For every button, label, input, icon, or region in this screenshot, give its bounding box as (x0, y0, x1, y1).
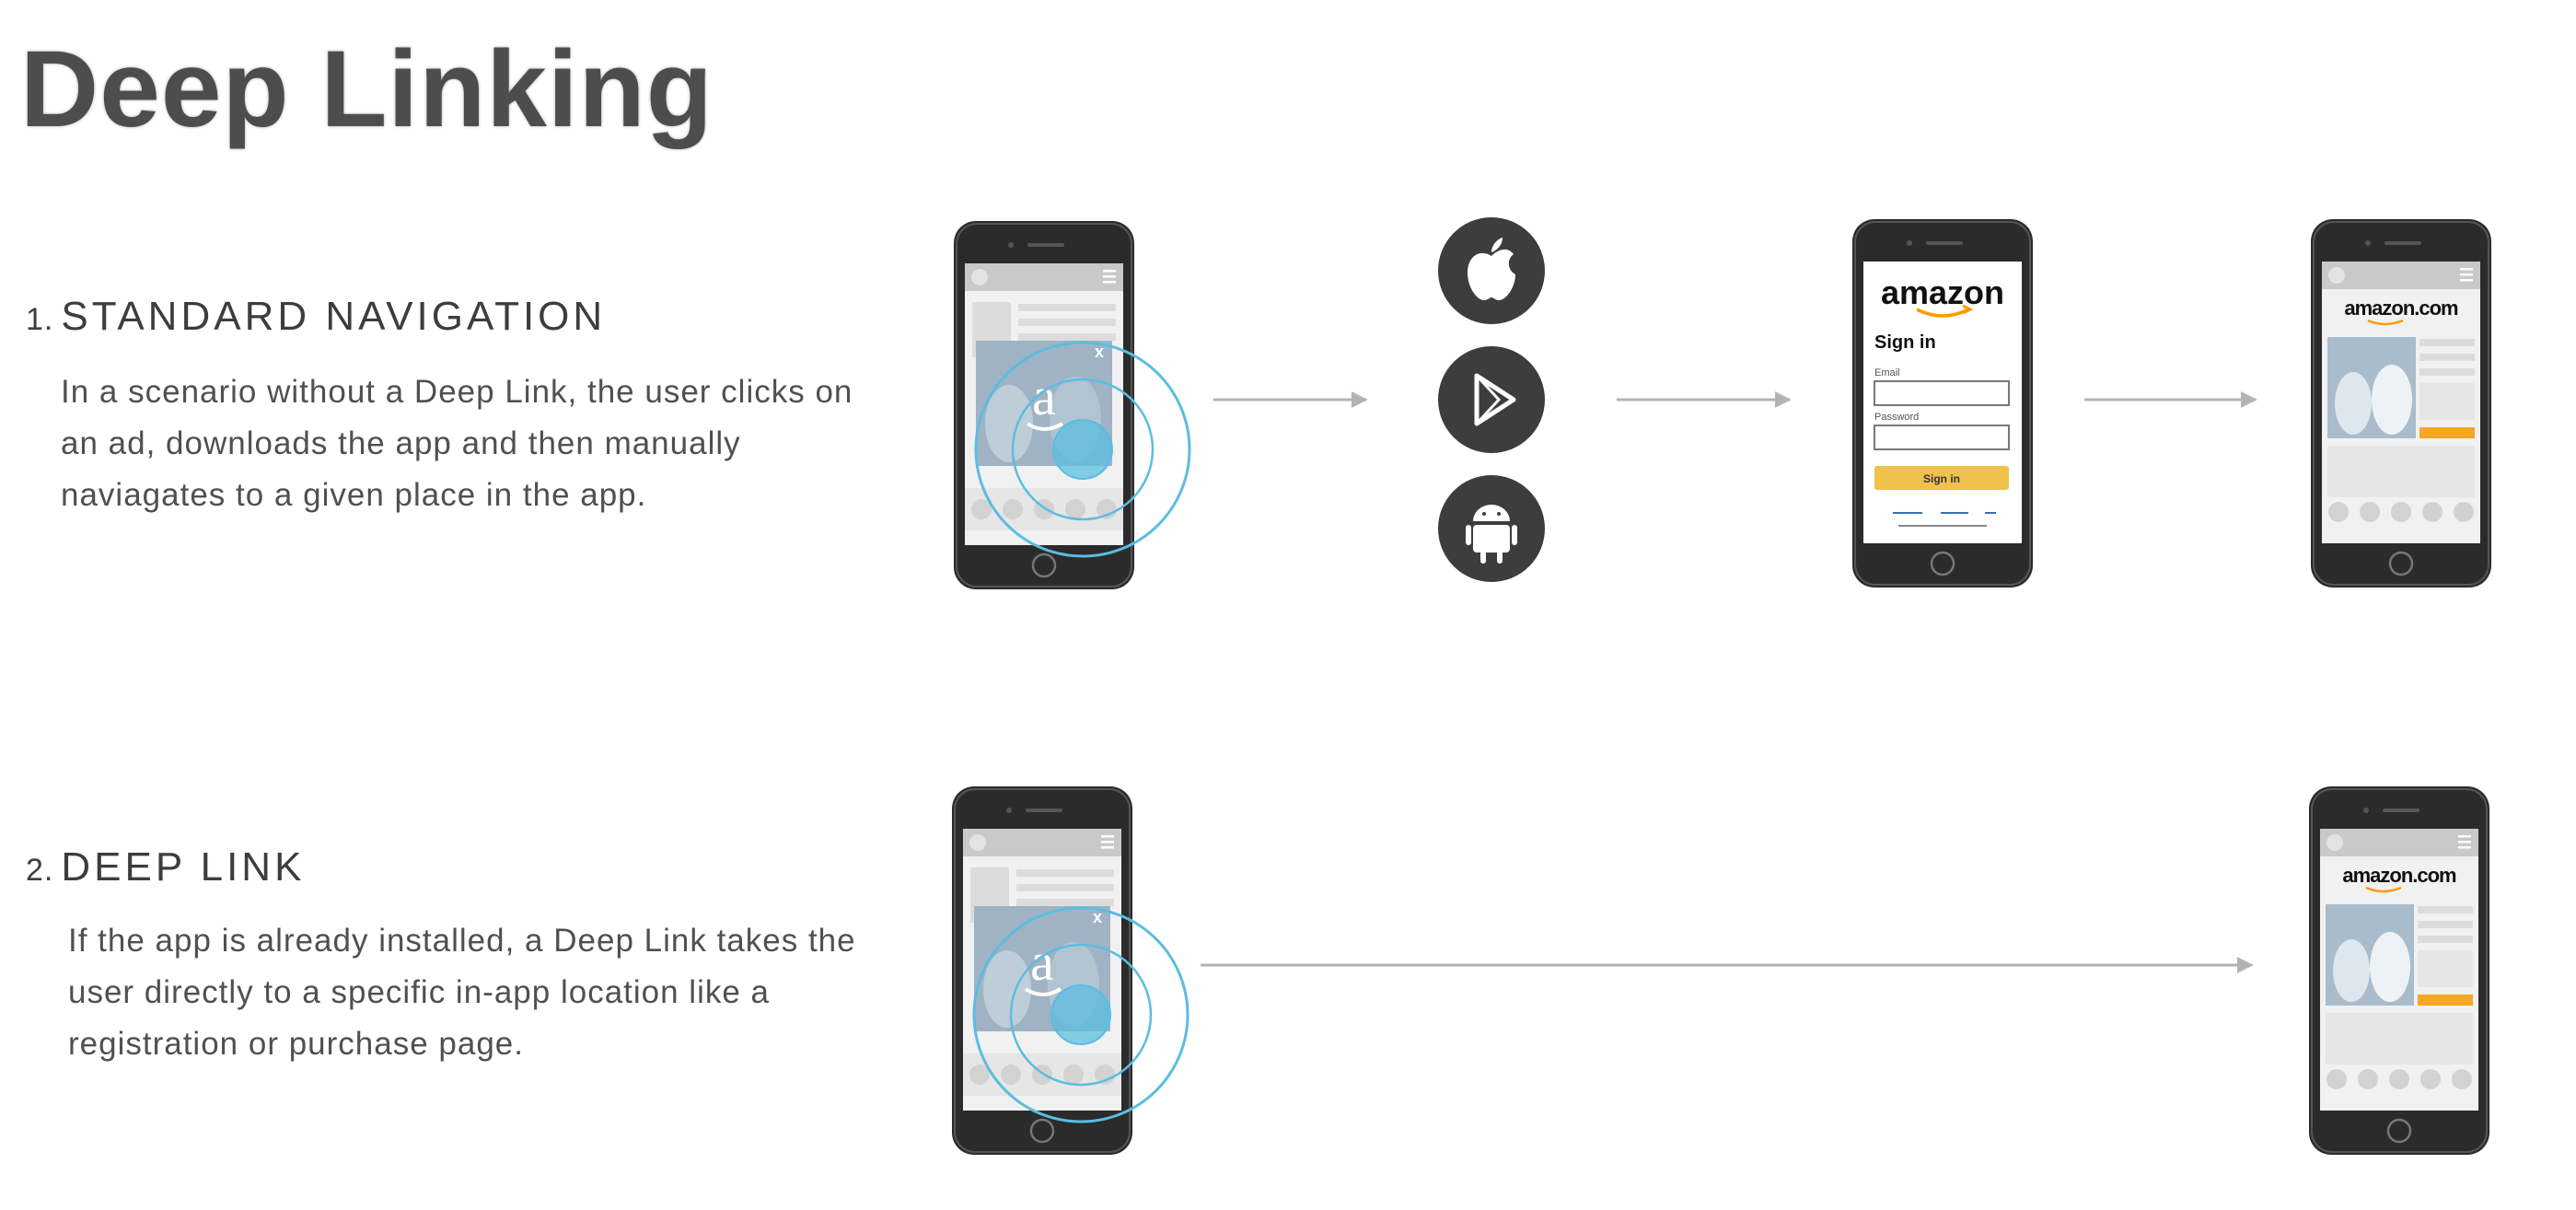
password-label: Password (1874, 412, 1919, 423)
email-label: Email (1874, 367, 1900, 378)
menu-icon (1101, 835, 1114, 849)
android-store[interactable] (1438, 475, 1545, 582)
phone-product-screen-deep-link: amazon.com (2306, 786, 2492, 1155)
amazon-com-logo: amazon.com (2344, 297, 2458, 320)
menu-icon (2458, 835, 2471, 849)
amazon-com-logo: amazon.com (2342, 864, 2456, 887)
phone-ad-screen: a x (951, 221, 1137, 589)
amazon-logo: amazon (1881, 273, 2004, 311)
menu-icon (2460, 268, 2473, 282)
password-field[interactable] (1874, 425, 2009, 449)
email-field[interactable] (1874, 381, 2009, 405)
apple-app-store[interactable] (1438, 217, 1545, 324)
phone-ad-screen-deep-link: a x (949, 786, 1135, 1155)
google-play-store[interactable] (1438, 346, 1545, 453)
phone-product-screen: amazon.com (2308, 219, 2494, 588)
menu-icon (1103, 270, 1116, 284)
signin-heading: Sign in (1874, 332, 1936, 353)
buy-button[interactable] (2418, 995, 2473, 1006)
signin-button-label: Sign in (1923, 472, 1960, 485)
phone-signin-screen: amazon Sign in Email Password Sign in (1850, 219, 2036, 588)
buy-button[interactable] (2419, 427, 2475, 438)
